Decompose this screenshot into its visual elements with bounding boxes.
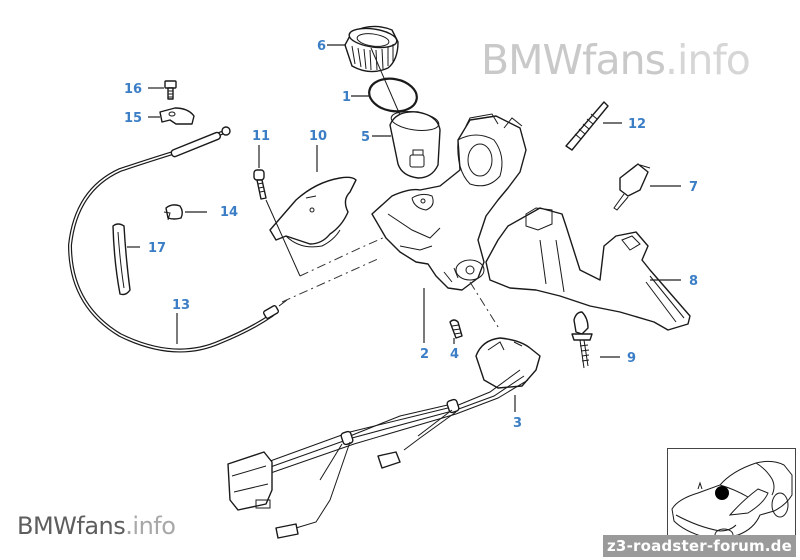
callout-13: 13	[172, 298, 190, 313]
part-16-hex-bolt[interactable]	[164, 80, 177, 100]
callout-4: 4	[450, 347, 459, 362]
part-13-bowden-cable[interactable]	[68, 126, 288, 353]
part-15-cable-clamp[interactable]	[159, 107, 195, 125]
callout-17: 17	[148, 241, 166, 256]
callout-3: 3	[513, 416, 522, 431]
callout-11: 11	[252, 129, 270, 144]
watermark-top-brand: BMWfans	[481, 36, 666, 84]
watermark-top-ext: .info	[664, 36, 751, 84]
callout-9: 9	[627, 351, 636, 366]
part-11-shear-bolt[interactable]	[253, 169, 267, 200]
part-17-cable-holder[interactable]	[112, 223, 131, 296]
leader-lines	[127, 44, 681, 412]
callout-5: 5	[361, 130, 370, 145]
vehicle-location-inset	[667, 448, 796, 550]
part-14-clip-nut[interactable]	[163, 204, 183, 221]
callout-7: 7	[689, 180, 698, 195]
part-5-lock-cylinder[interactable]	[389, 109, 441, 179]
part-7-bulb-holder[interactable]	[613, 163, 651, 211]
callout-2: 2	[420, 347, 429, 362]
part-9-expanding-rivet[interactable]	[571, 311, 593, 369]
part-1-o-ring[interactable]	[367, 75, 420, 115]
location-marker	[715, 486, 729, 500]
part-10-cover-plate[interactable]	[269, 176, 357, 248]
callout-12: 12	[628, 117, 646, 132]
callout-16: 16	[124, 82, 142, 97]
callout-8: 8	[689, 274, 698, 289]
watermark-bottom-brand: BMWfans	[17, 512, 126, 540]
callout-14: 14	[220, 205, 238, 220]
part-12-pin[interactable]	[565, 101, 609, 151]
forum-watermark: z3-roadster-forum.de	[603, 535, 796, 557]
callout-6: 6	[317, 39, 326, 54]
callout-15: 15	[124, 111, 142, 126]
part-2-steering-lock-housing[interactable]	[371, 113, 527, 291]
car-outline-icon	[671, 460, 793, 542]
part-3-ignition-switch-harness[interactable]	[227, 337, 541, 539]
part-8-switch-bracket[interactable]	[485, 207, 691, 331]
callout-10: 10	[309, 129, 327, 144]
watermark-top: BMWfans.info	[481, 36, 751, 84]
part-4-set-screw[interactable]	[449, 319, 463, 339]
watermark-bottom-ext: .info	[125, 512, 176, 540]
callout-1: 1	[342, 90, 351, 105]
watermark-bottom: BMWfans.info	[17, 512, 176, 540]
